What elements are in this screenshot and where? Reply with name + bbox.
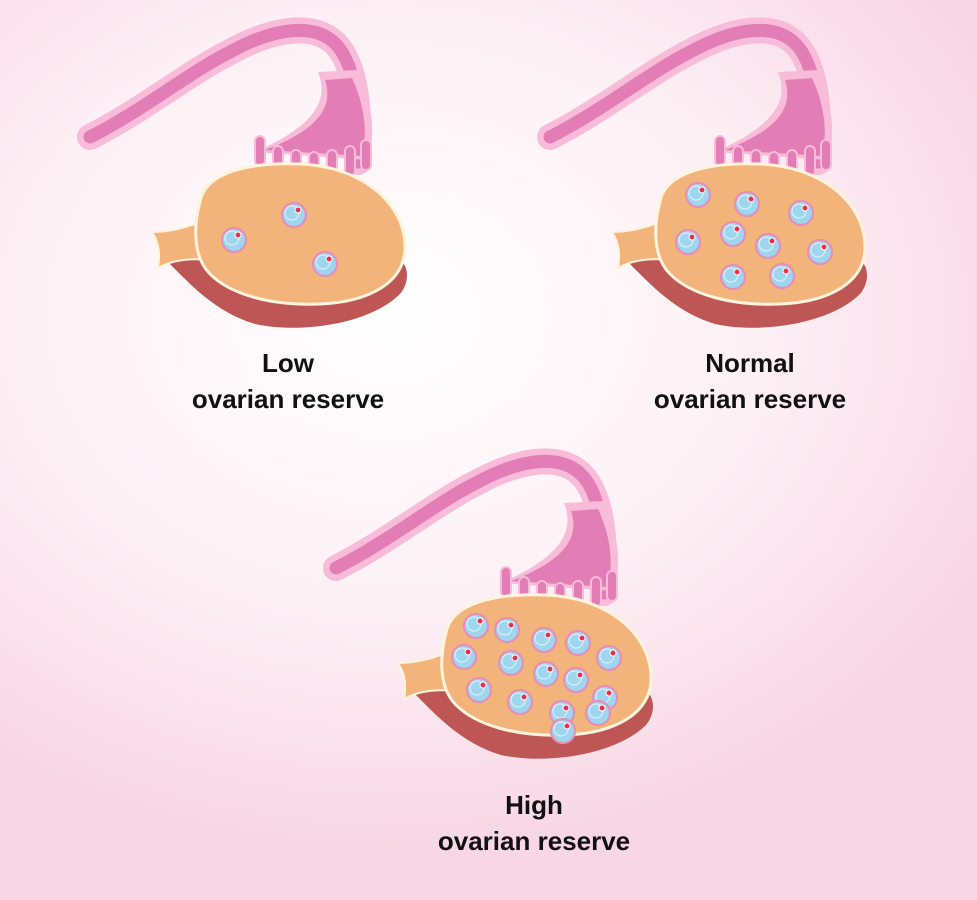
- ovary-illustration-high: [323, 448, 653, 759]
- oocyte-dot: [698, 186, 706, 194]
- oocyte-dot: [234, 231, 242, 239]
- follicle: [684, 181, 712, 209]
- oocyte-dot: [476, 617, 484, 625]
- oocyte-dot: [733, 268, 741, 276]
- tube-funnel: [265, 78, 365, 156]
- caption-high-line1: High: [505, 790, 563, 820]
- ovary-illustration-normal: [537, 17, 867, 328]
- oocyte-dot: [520, 693, 528, 701]
- caption-high-reserve: High ovarian reserve: [396, 787, 672, 859]
- ovary-group: [323, 448, 653, 759]
- caption-low-line1: Low: [262, 348, 314, 378]
- oocyte-dot: [768, 237, 776, 245]
- follicle: [493, 616, 521, 644]
- follicle: [532, 660, 560, 688]
- panel-high-reserve: [323, 443, 656, 763]
- follicle: [719, 263, 747, 291]
- oocyte-dot: [511, 654, 519, 662]
- follicle: [806, 238, 834, 266]
- oocyte-dot: [598, 704, 606, 712]
- follicle: [506, 688, 534, 716]
- tube-funnel: [725, 78, 825, 156]
- oocyte-dot: [325, 255, 333, 263]
- oocyte-dot: [609, 649, 617, 657]
- follicle: [530, 626, 558, 654]
- follicle: [465, 676, 493, 704]
- fimbria-1: [254, 135, 266, 167]
- fimbria-1: [714, 135, 726, 167]
- fimbria-7: [606, 570, 618, 602]
- oocyte-dot: [782, 267, 790, 275]
- follicle: [564, 629, 592, 657]
- caption-normal-reserve: Normal ovarian reserve: [612, 345, 888, 417]
- follicle: [595, 644, 623, 672]
- follicle: [754, 232, 782, 260]
- oocyte-dot: [294, 206, 302, 214]
- tube-funnel: [511, 509, 611, 587]
- follicle: [674, 228, 702, 256]
- oocyte-dot: [820, 243, 828, 251]
- follicle: [450, 643, 478, 671]
- follicle: [562, 666, 590, 694]
- oocyte-dot: [464, 648, 472, 656]
- oocyte-dot: [605, 689, 613, 697]
- fimbria-7: [820, 139, 832, 171]
- follicle: [462, 612, 490, 640]
- ovary-illustration-low: [77, 17, 407, 328]
- follicle: [719, 220, 747, 248]
- oocyte-dot: [733, 225, 741, 233]
- follicle: [733, 190, 761, 218]
- oocyte-dot: [563, 722, 571, 730]
- oocyte-dot: [747, 195, 755, 203]
- ovary-group: [537, 17, 867, 328]
- oocyte-dot: [688, 233, 696, 241]
- ovary-group: [77, 17, 407, 328]
- ovary-body: [194, 162, 407, 306]
- follicle: [497, 649, 525, 677]
- caption-normal-line1: Normal: [705, 348, 795, 378]
- follicle: [787, 199, 815, 227]
- follicle: [280, 201, 308, 229]
- oocyte-dot: [479, 681, 487, 689]
- oocyte-dot: [578, 634, 586, 642]
- caption-low-reserve: Low ovarian reserve: [150, 345, 426, 417]
- panel-low-reserve: [77, 12, 410, 332]
- caption-normal-line2: ovarian reserve: [653, 384, 847, 414]
- follicle: [220, 226, 248, 254]
- caption-low-line2: ovarian reserve: [191, 384, 385, 414]
- oocyte-dot: [562, 704, 570, 712]
- follicle: [768, 262, 796, 290]
- oocyte-dot: [546, 665, 554, 673]
- panel-normal-reserve: [537, 12, 870, 332]
- fimbria-7: [360, 139, 372, 171]
- follicle: [584, 699, 612, 727]
- fimbria-1: [500, 566, 512, 598]
- oocyte-dot: [576, 671, 584, 679]
- caption-high-line2: ovarian reserve: [437, 826, 631, 856]
- follicle: [311, 250, 339, 278]
- follicle: [549, 717, 577, 745]
- oocyte-dot: [507, 621, 515, 629]
- oocyte-dot: [801, 204, 809, 212]
- oocyte-dot: [544, 631, 552, 639]
